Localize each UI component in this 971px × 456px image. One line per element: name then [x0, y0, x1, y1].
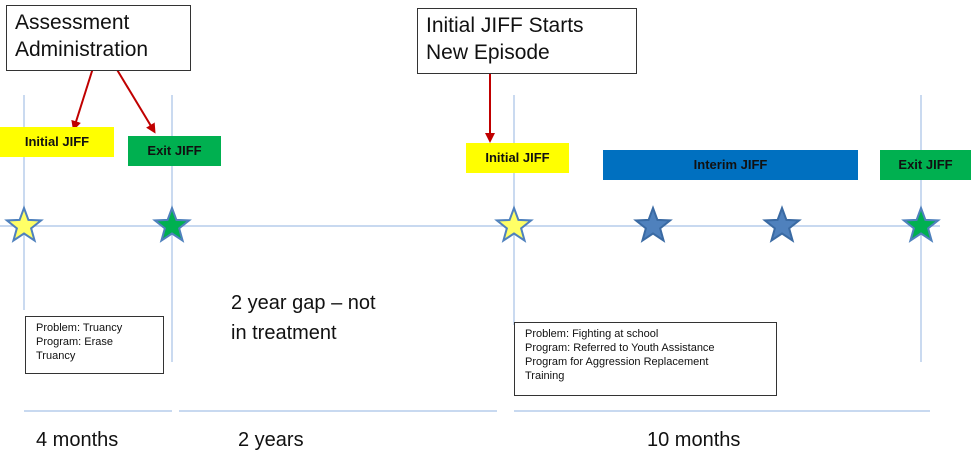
assessment-administration-callout: Assessment Administration [6, 5, 191, 71]
arrow-to-initial-jiff-1 [71, 67, 94, 131]
first-episode-note: Problem: Truancy Program: Erase Truancy [25, 316, 164, 374]
star-blue-1 [633, 205, 673, 243]
star-yellow-2 [494, 205, 534, 243]
interim-jiff-tag: Interim JIFF [603, 150, 858, 180]
duration-label-2-years: 2 years [238, 429, 304, 451]
second-episode-note: Problem: Fighting at school Program: Ref… [514, 322, 777, 396]
arrow-to-exit-jiff-1 [115, 67, 156, 134]
exit-jiff-tag-1: Exit JIFF [128, 136, 221, 166]
gap-description: 2 year gap – not in treatment [231, 292, 376, 344]
exit-jiff-tag-2: Exit JIFF [880, 150, 971, 180]
star-yellow-1 [4, 205, 44, 243]
star-green-2 [901, 205, 941, 243]
star-blue-2 [762, 205, 802, 243]
duration-label-4-months: 4 months [36, 429, 119, 451]
duration-label-10-months: 10 months [647, 429, 741, 451]
initial-jiff-tag-1: Initial JIFF [0, 127, 114, 157]
initial-jiff-tag-2: Initial JIFF [466, 143, 569, 173]
new-episode-callout: Initial JIFF Starts New Episode [417, 8, 637, 74]
star-green-1 [152, 205, 192, 243]
